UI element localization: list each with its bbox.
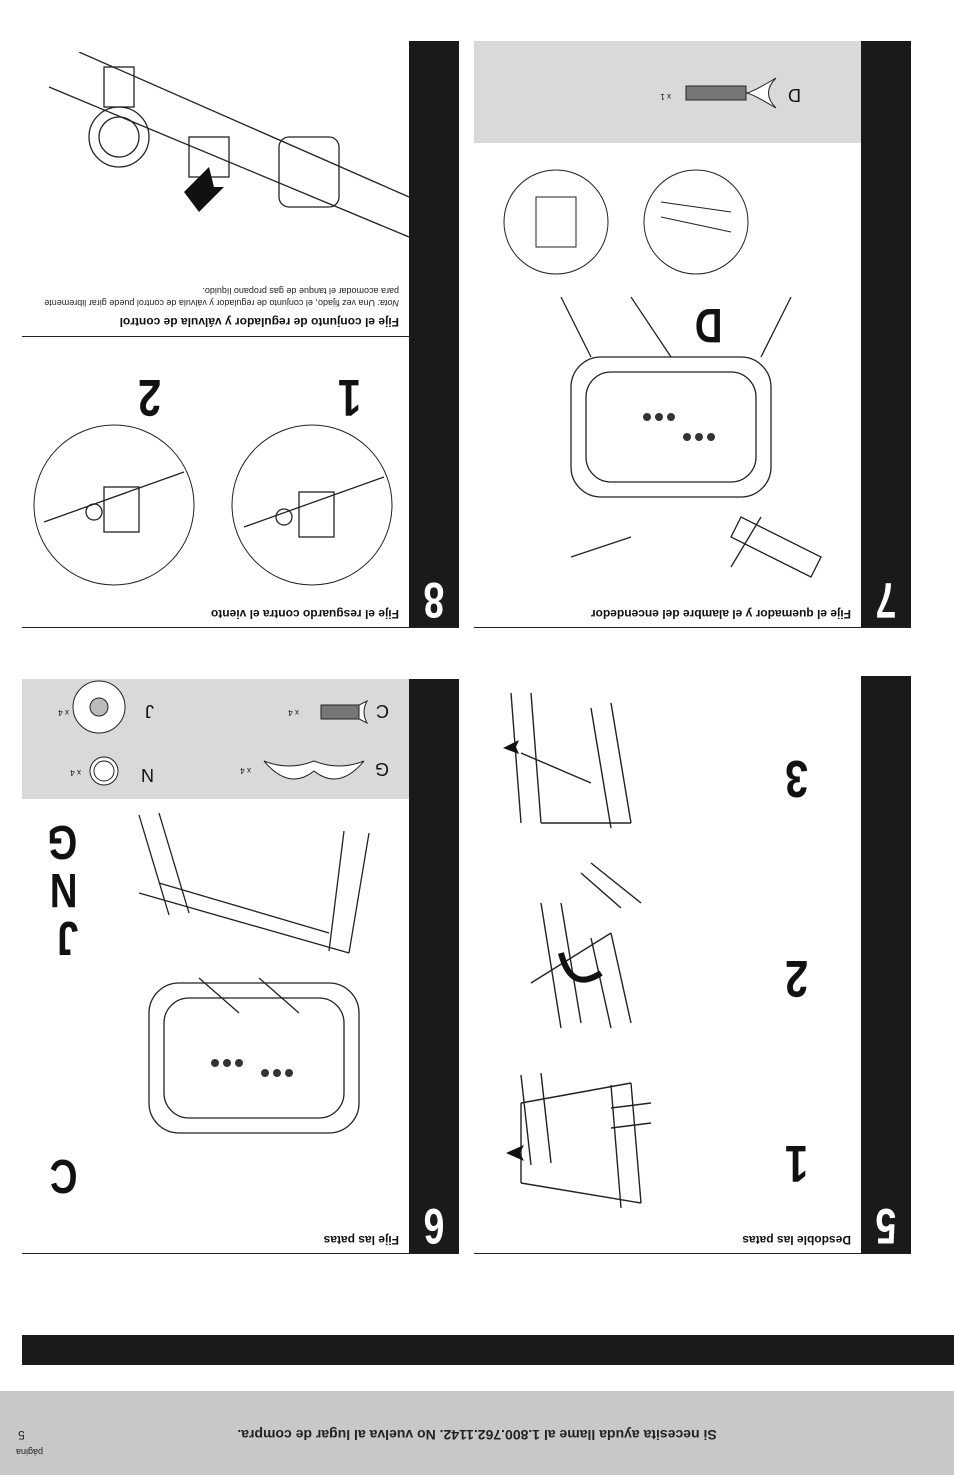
step-6-sidebar: 6 [409,679,459,1254]
regulator-valve-illustration [48,52,409,238]
part-j-qty: x 4 [58,708,69,717]
footer-bar: Si necesita ayuda llame al 1.800.762.114… [0,1391,954,1475]
step-8-number: 8 [423,572,445,628]
wing-bolt-icon [685,77,777,109]
step-5: 5 Desdoble las patas 1 2 3 [474,676,911,1254]
legs-folded-illustration [506,1072,652,1209]
page-label: página [16,1447,44,1457]
step-5-sidebar: 5 [861,676,911,1254]
part-n-qty: x 4 [70,768,81,777]
step-6-number: 6 [423,1198,445,1254]
legs-unfolding-illustration [530,862,642,1029]
wind-guard-illustration [33,424,393,586]
step-5-sub-2: 2 [784,949,809,1007]
part-c-qty: x 4 [288,708,299,717]
header-rule [22,1335,954,1365]
page-number: 5 [18,1428,25,1442]
step-7-number: 7 [875,572,897,628]
bolt-icon [320,699,369,725]
lock-washer-icon [89,756,119,786]
note-text: Una vez fijado, el conjunto de regulador… [44,286,399,308]
part-n-letter: N [141,765,154,785]
step-8-sub-2: 2 [137,368,162,426]
part-d-qty: x 1 [660,92,671,101]
washer-icon [72,680,126,734]
callout-c: C [49,1149,78,1202]
callout-g: G [47,815,78,868]
parts-panel-6: C x 4 G x 4 J x 4 N x 4 [22,679,409,799]
callout-d: D [694,298,723,351]
callout-n: N [49,863,78,916]
part-g-qty: x 4 [240,766,251,775]
step-5-title: Desdoble las patas [742,1233,851,1247]
step-8-divider [22,336,409,337]
burner-igniter-illustration [560,296,822,578]
note-label: Nota: [377,298,399,308]
step-6: 6 Fije las patas C J N G C [22,679,459,1254]
step-5-sub-3: 3 [784,749,809,807]
part-j-letter: J [145,701,154,721]
callout-j: J [56,911,79,964]
grill-legs-illustration [138,812,370,1134]
step-8: 8 Fije el resguardo contra el viento 1 2… [22,41,459,628]
step-8-note: Nota: Una vez fijado, el conjunto de reg… [39,285,399,309]
parts-panel-7: D x 1 [474,41,861,143]
part-c-letter: C [376,701,389,721]
step-7-title: Fije el quemador y el alambre del encend… [590,607,851,621]
step-8-subtitle: Fije el conjunto de regulador y válvula … [119,315,399,329]
step-8-sidebar: 8 [409,41,459,628]
step-7-sidebar: 7 [861,41,911,628]
part-g-letter: G [374,759,389,779]
step-8-title: Fije el resguardo contra el viento [210,607,399,621]
step-7: 7 Fije el quemador y el alambre del ence… [474,41,911,628]
step-5-sub-1: 1 [784,1134,809,1192]
step-6-title: Fije las patas [323,1233,399,1247]
step-8-sub-1: 1 [337,368,362,426]
detail-circles [503,169,749,275]
help-text: Si necesita ayuda llame al 1.800.762.114… [237,1427,717,1443]
legs-unfolded-illustration [503,692,632,829]
step-5-number: 5 [875,1198,897,1254]
part-d-letter: D [788,85,801,105]
wing-nut-icon [263,760,365,780]
